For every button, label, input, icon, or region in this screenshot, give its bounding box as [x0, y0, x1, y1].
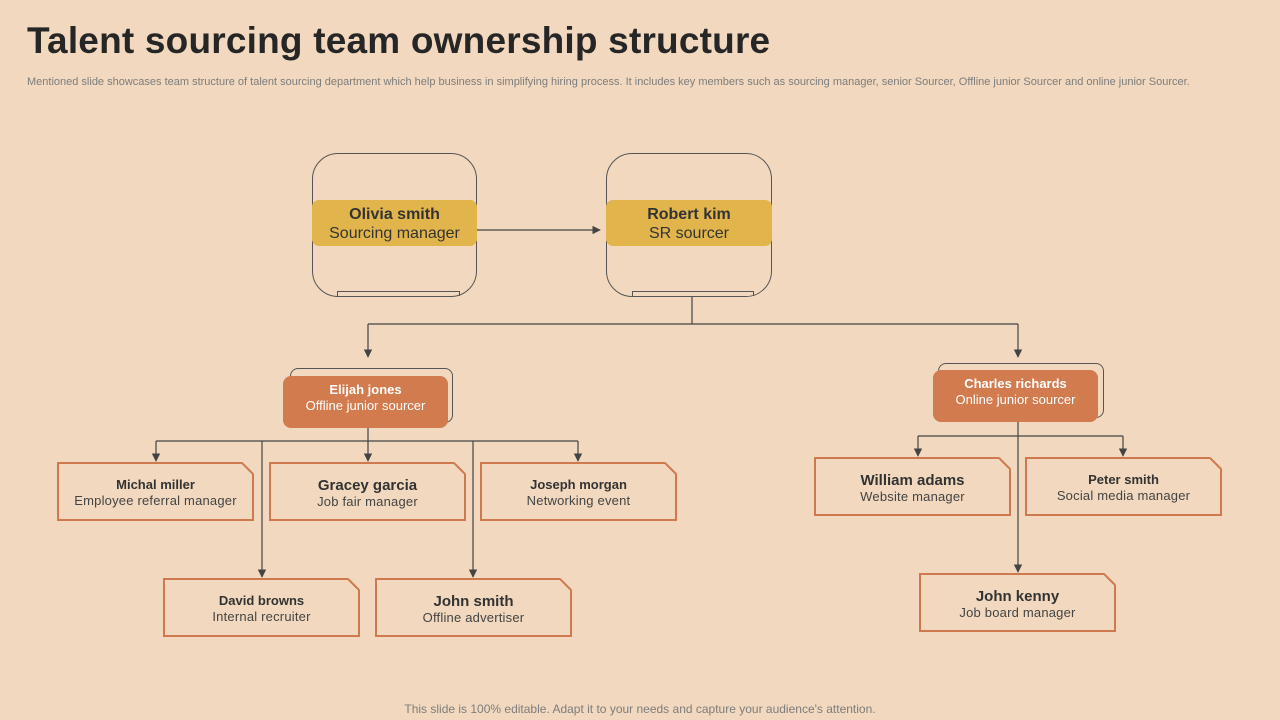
senior-card: Robert kim SR sourcer: [606, 200, 772, 246]
member-card-william-adams: William adams Website manager: [814, 457, 1011, 516]
card-corner-fold: [454, 462, 466, 474]
member-name: David browns: [218, 593, 305, 608]
member-role: Offline advertiser: [422, 610, 525, 625]
member-card-gracey-garcia: Gracey garcia Job fair manager: [269, 462, 466, 521]
manager-name: Olivia smith: [349, 206, 440, 223]
card-corner-fold: [999, 457, 1011, 469]
online-lead-card: Charles richards Online junior sourcer: [933, 370, 1098, 422]
member-card-john-kenny: John kenny Job board manager: [919, 573, 1116, 632]
offline-lead-role: Offline junior sourcer: [305, 398, 426, 413]
online-lead-role: Online junior sourcer: [955, 392, 1076, 407]
member-name: Peter smith: [1088, 472, 1159, 487]
manager-card: Olivia smith Sourcing manager: [312, 200, 477, 246]
footer-note: This slide is 100% editable. Adapt it to…: [404, 702, 876, 716]
senior-name: Robert kim: [647, 206, 731, 223]
member-name: Gracey garcia: [317, 477, 418, 494]
page-title: Talent sourcing team ownership structure: [27, 20, 771, 61]
member-name: John kenny: [975, 588, 1060, 605]
member-name: John smith: [433, 593, 514, 610]
member-name: William adams: [860, 472, 965, 489]
member-card-david-browns: David browns Internal recruiter: [163, 578, 360, 637]
card-corner-fold: [1210, 457, 1222, 469]
card-corner-fold: [242, 462, 254, 474]
offline-lead-name: Elijah jones: [329, 382, 402, 397]
member-role: Job fair manager: [317, 494, 418, 509]
page-subtitle: Mentioned slide showcases team structure…: [27, 76, 1190, 88]
member-card-michal-miller: Michal miller Employee referral manager: [57, 462, 254, 521]
member-card-joseph-morgan: Joseph morgan Networking event: [480, 462, 677, 521]
manager-role: Sourcing manager: [329, 225, 460, 242]
senior-card-tab: [632, 291, 754, 296]
member-card-peter-smith: Peter smith Social media manager: [1025, 457, 1222, 516]
member-name: Michal miller: [116, 477, 195, 492]
member-role: Social media manager: [1056, 488, 1191, 503]
card-corner-fold: [348, 578, 360, 590]
card-corner-fold: [1104, 573, 1116, 585]
member-role: Internal recruiter: [212, 609, 311, 624]
member-name: Joseph morgan: [530, 477, 627, 492]
member-card-john-smith: John smith Offline advertiser: [375, 578, 572, 637]
member-role: Employee referral manager: [74, 493, 237, 508]
member-role: Website manager: [860, 489, 965, 504]
member-role: Networking event: [526, 493, 631, 508]
member-role: Job board manager: [959, 605, 1076, 620]
offline-lead-card: Elijah jones Offline junior sourcer: [283, 376, 448, 428]
card-corner-fold: [560, 578, 572, 590]
online-lead-name: Charles richards: [964, 376, 1067, 391]
card-corner-fold: [665, 462, 677, 474]
senior-role: SR sourcer: [648, 225, 730, 242]
manager-card-tab: [337, 291, 460, 296]
